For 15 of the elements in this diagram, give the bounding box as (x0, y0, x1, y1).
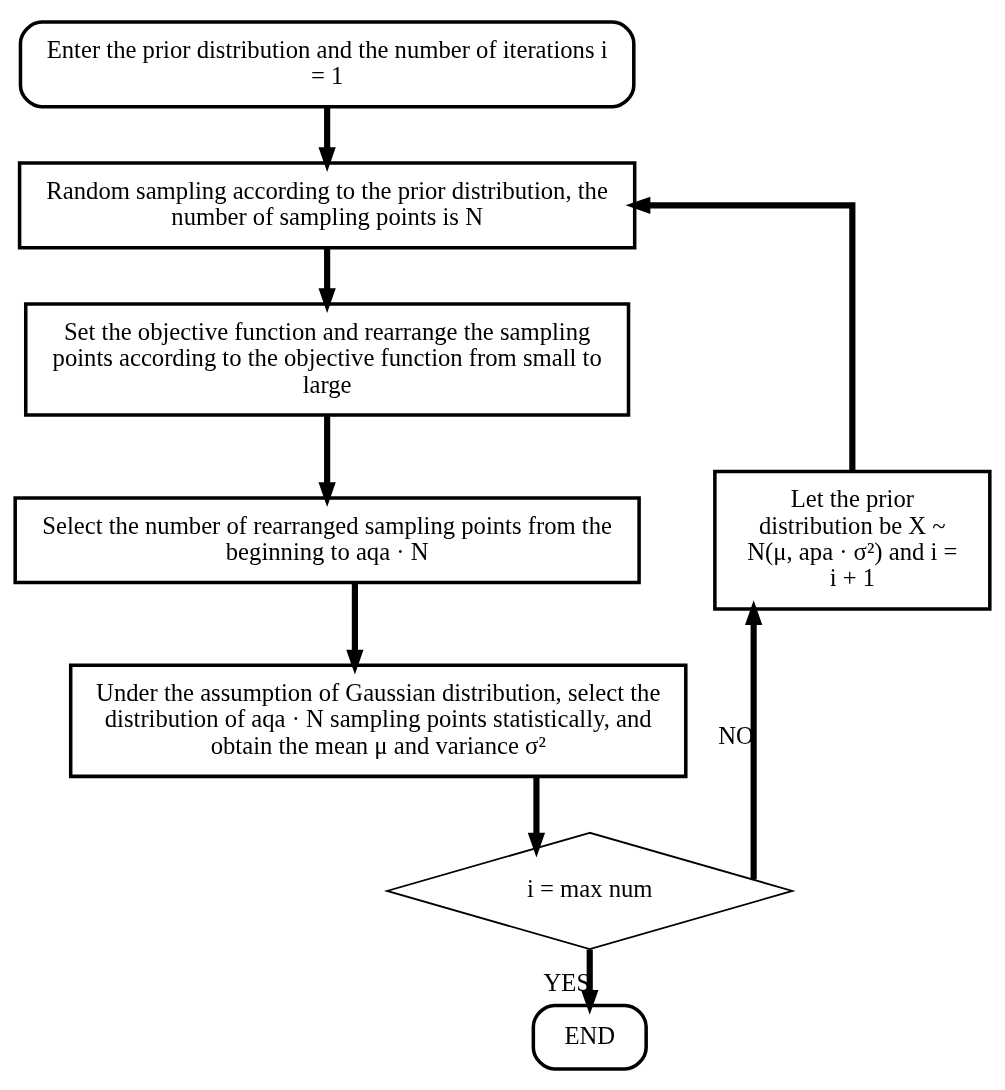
arrow (318, 106, 336, 172)
node-box: Let the prior distribution be X ~ N(μ, apa · σ²) and i = i + 1 (713, 469, 992, 611)
arrow (346, 582, 364, 674)
node-box: Random sampling according to the prior distribution, the number of sampling points is N (17, 160, 637, 249)
node-box: Enter the prior distribution and the number of iterations i = 1 (18, 19, 636, 108)
arrow (527, 776, 546, 857)
arrow (745, 599, 763, 879)
arrow (625, 196, 856, 471)
arrow (581, 949, 599, 1015)
node-box: Set the objective function and rearrange the sampling points according to the objective function from small to large (24, 301, 631, 417)
node-box: END (531, 1003, 648, 1071)
node-box: Under the assumption of Gaussian distribution, select the distribution of aqa · N sampling points statistically, and obtain the mean μ and variance σ² (68, 663, 688, 778)
arrow (318, 414, 336, 507)
arrow (318, 247, 336, 313)
node-box: Select the number of rearranged sampling points from the beginning to aqa · N (13, 495, 641, 584)
